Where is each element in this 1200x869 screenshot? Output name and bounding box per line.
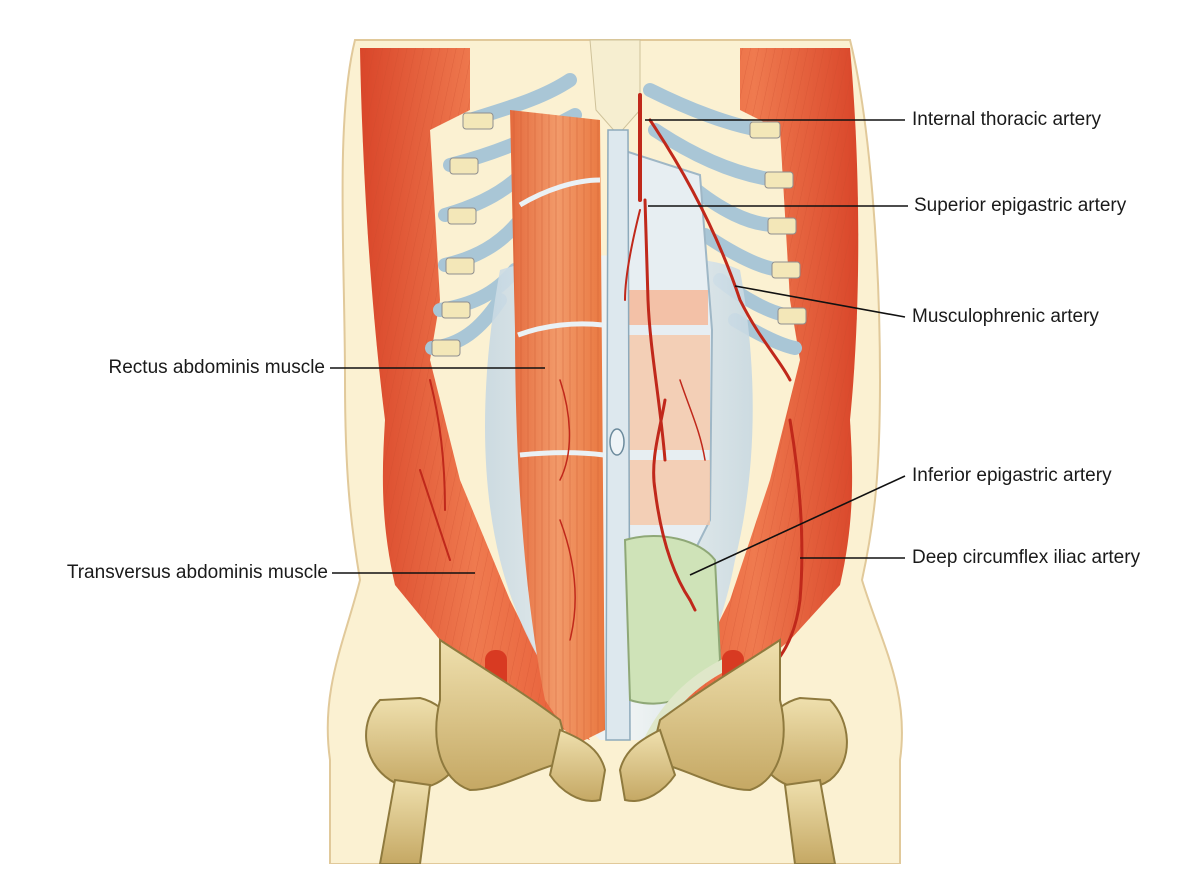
superior-epigastric-path — [643, 198, 667, 462]
label-musculophrenic-artery: Musculophrenic artery — [912, 306, 1099, 327]
left-rib-cartilage — [431, 112, 494, 357]
label-rectus-abdominis-muscle: Rectus abdominis muscle — [108, 357, 325, 378]
right-rectus-window-lower — [628, 460, 710, 525]
label-deep-circumflex-iliac-artery: Deep circumflex iliac artery — [912, 547, 1141, 568]
left-iliac-wing — [435, 638, 572, 792]
label-superior-epigastric-artery: Superior epigastric artery — [914, 195, 1127, 216]
right-rectus-window-upper — [628, 290, 708, 325]
label-transversus-abdominis-muscle: Transversus abdominis muscle — [66, 562, 328, 583]
inferior-epigastric-path — [652, 398, 692, 602]
label-inferior-epigastric-artery: Inferior epigastric artery — [912, 465, 1112, 486]
right-pubis — [618, 728, 677, 802]
right-lateral-fibers — [650, 48, 859, 740]
left-tendinous-intersections — [517, 177, 605, 458]
right-rib-cartilage — [749, 121, 807, 325]
bladder — [623, 535, 722, 705]
left-rectus-fibers — [510, 110, 605, 745]
leader-musculophrenic — [734, 285, 906, 318]
pelvis — [365, 638, 848, 865]
right-iliac-wing — [648, 638, 785, 792]
left-lateral-fibers — [360, 48, 590, 740]
sternum — [589, 39, 641, 136]
left-pubis — [548, 728, 607, 802]
right-rectus-window-mid — [628, 335, 710, 450]
leader-lines — [330, 119, 908, 576]
musculophrenic-path — [648, 118, 792, 382]
umbilicus — [609, 428, 625, 456]
leader-inferior-epigastric — [689, 475, 906, 576]
label-internal-thoracic-artery: Internal thoracic artery — [912, 109, 1102, 130]
